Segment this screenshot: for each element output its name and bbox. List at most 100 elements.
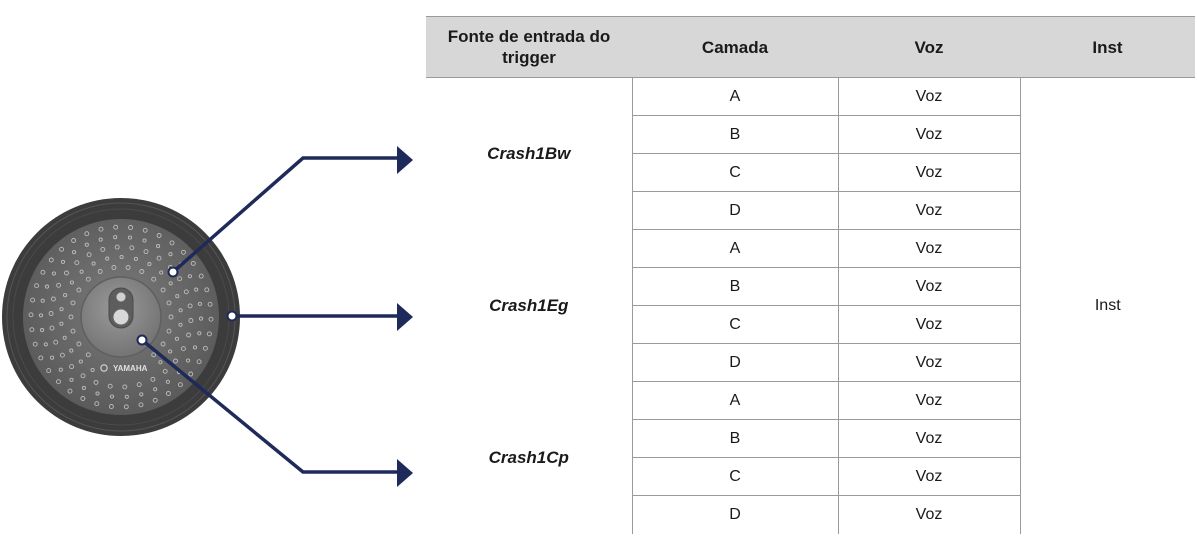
pad-dot <box>49 325 55 331</box>
pad-dot <box>72 250 77 255</box>
pad-dot <box>160 287 166 293</box>
pad-dot <box>98 237 103 242</box>
pad-dot <box>128 225 134 230</box>
trigger-assignment-table: Fonte de entrada do trigger Camada Voz I… <box>426 16 1195 534</box>
layer-cell: B <box>632 419 839 458</box>
pad-dot <box>122 384 128 390</box>
pad-dot <box>105 256 110 261</box>
pad-dot <box>198 316 204 321</box>
layer-cell: C <box>632 153 839 192</box>
pad-dot <box>159 270 164 275</box>
pad-dot <box>28 312 34 318</box>
pad-dot <box>160 341 166 347</box>
yamaha-logo: YAMAHA <box>113 364 148 373</box>
pad-dot <box>166 328 172 334</box>
pad-dot <box>70 328 76 334</box>
pad-dot <box>69 377 74 382</box>
pad-dot <box>60 259 66 264</box>
table-row: C Voz <box>426 153 1195 192</box>
pad-dot <box>80 396 86 401</box>
pad-dot <box>107 383 113 389</box>
pad-dot <box>186 358 191 363</box>
pad-dot <box>32 341 38 347</box>
layer-cell: B <box>632 115 839 154</box>
pad-dot <box>180 346 186 352</box>
pad-dot <box>196 359 202 365</box>
pad-dot <box>69 280 74 285</box>
pad-dot <box>175 294 180 299</box>
pad-dot <box>97 269 103 274</box>
pad-dot <box>192 345 198 350</box>
pad-dot <box>197 331 202 336</box>
pad-dot <box>123 404 129 410</box>
pad-dot <box>198 273 204 279</box>
pad-dot <box>194 287 199 292</box>
pad-dot <box>177 276 183 282</box>
pad-dot <box>84 231 90 237</box>
pad-dot <box>29 327 35 333</box>
pad-dot <box>150 376 156 382</box>
pad-dot <box>76 287 82 293</box>
pad-dot <box>169 240 175 246</box>
pad-dot <box>138 402 144 408</box>
pad-dot <box>94 401 100 407</box>
layer-cell: B <box>632 267 839 306</box>
table-row: Crash1Cp A Voz <box>426 381 1195 534</box>
pad-dot <box>38 355 44 361</box>
pad-dot <box>202 345 208 351</box>
pad-dot <box>59 246 65 252</box>
pad-dot <box>48 311 54 316</box>
pad-dot <box>76 341 82 347</box>
layer-cell: A <box>632 229 839 268</box>
pad-dot <box>187 274 192 279</box>
voice-cell: Voz <box>838 267 1021 306</box>
pad-dot <box>40 328 45 333</box>
pad-dot <box>206 331 212 337</box>
pad-dot <box>100 246 106 252</box>
pad-dot <box>30 297 36 303</box>
pad-dot <box>56 379 61 385</box>
pad-dot <box>91 261 96 266</box>
pad-dot <box>80 373 86 379</box>
arrow-to-crash1eg <box>226 303 413 331</box>
pad-dot <box>81 385 86 390</box>
pad-dot <box>46 368 52 374</box>
pad-dot <box>153 387 158 392</box>
pad-dot <box>56 282 62 288</box>
table-row: B Voz <box>426 267 1195 306</box>
pad-dot <box>113 224 119 230</box>
layer-cell: D <box>632 343 839 382</box>
pad-dot <box>178 308 183 313</box>
pad-dot <box>34 283 40 289</box>
pad-dot <box>74 260 80 266</box>
pad-dot <box>190 260 196 266</box>
pad-dot <box>113 235 118 240</box>
pad-dot <box>98 226 104 232</box>
pad-dot <box>59 321 64 326</box>
pad-dot <box>156 233 162 238</box>
pad-dot <box>78 359 83 364</box>
table-row: D Voz <box>426 343 1195 382</box>
pad-dot <box>158 360 163 365</box>
pad-dot <box>181 249 186 255</box>
table-row: C Voz <box>426 457 1195 496</box>
pad-dot <box>142 227 148 233</box>
pad-dot <box>178 322 183 327</box>
pad-dot <box>38 313 44 318</box>
pad-dot <box>50 296 56 302</box>
pad-dot <box>86 252 92 258</box>
table-row: Crash1Eg A Voz <box>426 229 1195 382</box>
header-layer: Camada <box>632 16 838 78</box>
layer-cell: A <box>632 77 839 116</box>
voice-cell: Voz <box>838 77 1021 116</box>
pad-dot <box>183 289 189 295</box>
pad-dot <box>108 404 114 409</box>
voice-cell: Voz <box>838 153 1021 192</box>
pad-dot <box>207 301 213 307</box>
voice-cell: Voz <box>838 115 1021 154</box>
pad-dot <box>186 332 192 338</box>
pad-dot <box>71 238 77 243</box>
voice-cell: Voz <box>838 419 1021 458</box>
